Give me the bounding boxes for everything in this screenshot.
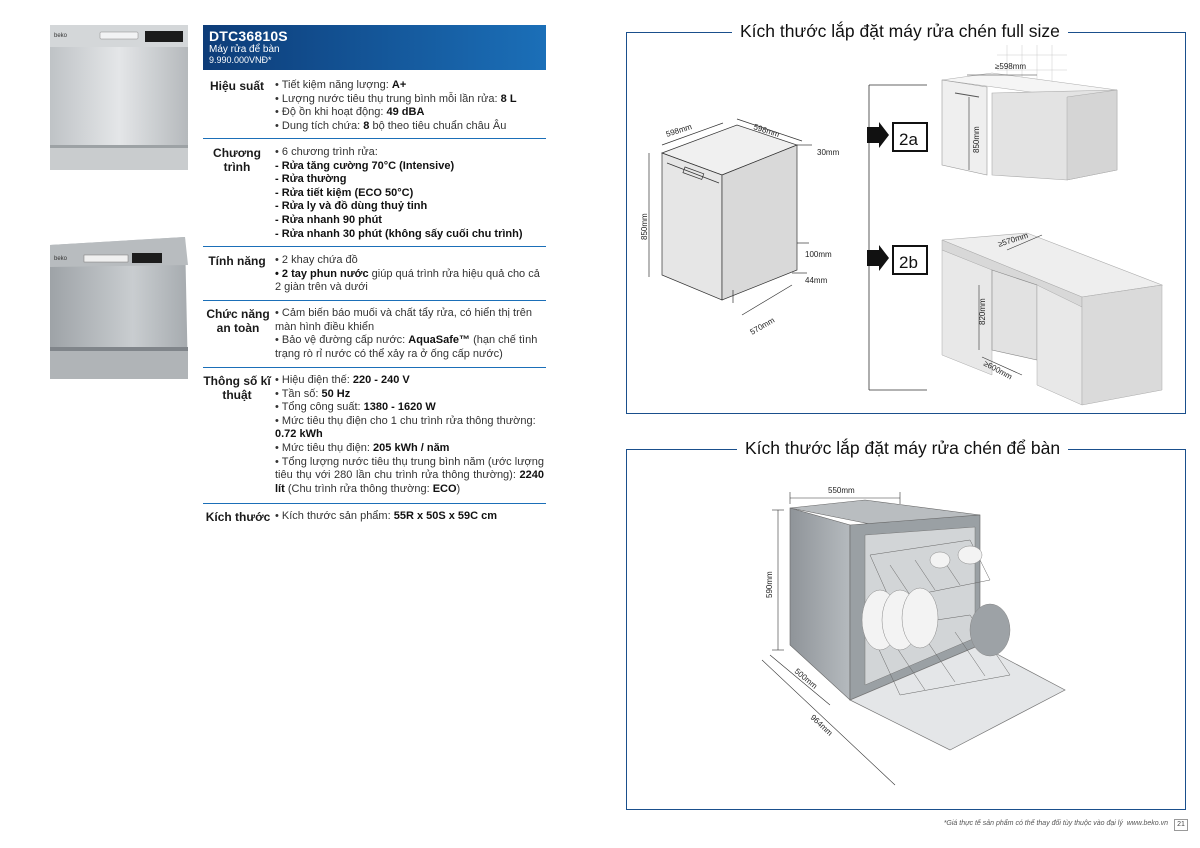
- brand-logo: beko: [54, 33, 68, 39]
- spec-label: Tính năng: [208, 254, 266, 268]
- product-model: DTC36810S: [209, 28, 288, 44]
- spec-row-features: Tính năng • 2 khay chứa đồ • 2 tay phun …: [203, 247, 546, 301]
- footer-site: www.beko.vn: [1126, 820, 1168, 827]
- spec-label: Chương trình: [213, 146, 261, 174]
- dim-top: 30mm: [817, 148, 840, 157]
- fullsize-title: Kích thước lắp đặt máy rửa chén full siz…: [732, 21, 1068, 42]
- badge-2b: [892, 245, 928, 275]
- svg-text:beko: beko: [54, 256, 68, 262]
- dim-toe: 100mm: [805, 250, 832, 259]
- dim-ct-width: 550mm: [828, 486, 855, 495]
- dim-ct-open: 964mm: [809, 713, 835, 738]
- dim-height: 850mm: [640, 213, 649, 240]
- product-header: DTC36810S Máy rửa để bàn 9.990.000VNĐ*: [203, 25, 546, 70]
- spec-row-safety: Chức năng an toàn • Cảm biến báo muối và…: [203, 301, 546, 368]
- product-photo-front: beko: [50, 25, 188, 170]
- arrow-2b-icon: [867, 245, 889, 271]
- countertop-title: Kích thước lắp đặt máy rửa chén để bàn: [737, 438, 1069, 459]
- page-number: 21: [1174, 819, 1188, 831]
- spec-row-performance: Hiệu suất • Tiết kiệm năng lượng: A+ • L…: [203, 76, 546, 139]
- product-photo-angled: beko: [50, 237, 190, 379]
- dim-foot: 44mm: [805, 276, 828, 285]
- dim-2a-width: ≥598mm: [995, 62, 1026, 71]
- dim-2b-height: 820mm: [978, 298, 987, 325]
- spec-label: Chức năng an toàn: [206, 307, 270, 335]
- footer-note: *Giá thực tế sản phẩm có thể thay đổi tù…: [944, 820, 1168, 827]
- dim-2a-height: 850mm: [972, 126, 981, 153]
- product-type: Máy rửa để bàn: [209, 44, 280, 55]
- dim-depth: 570mm: [749, 315, 777, 336]
- spec-row-dimensions: Kích thước • Kích thước sản phẩm: 55R x …: [203, 504, 546, 528]
- footer-disclaimer: *Giá thực tế sản phẩm có thể thay đổi tù…: [943, 820, 1123, 827]
- arrow-2a-icon: [867, 122, 889, 148]
- product-price: 9.990.000VNĐ*: [209, 55, 272, 65]
- fullsize-diagram: 598mm 598mm 30mm 850mm 100mm 44mm 570mm …: [640, 45, 1164, 406]
- spec-row-programs: Chương trình • 6 chương trình rửa: - Rửa…: [203, 139, 546, 247]
- badge-2a: [892, 122, 928, 152]
- countertop-diagram: 550mm 590mm 500mm 964mm: [761, 486, 1066, 786]
- spec-label: Hiệu suất: [209, 79, 264, 93]
- dim-ct-height: 590mm: [765, 571, 774, 598]
- spec-row-technical: Thông số kĩ thuật • Hiệu điện thế: 220 -…: [203, 368, 546, 504]
- dim-width-left: 598mm: [665, 122, 693, 139]
- spec-label: Thông số kĩ thuật: [203, 374, 271, 402]
- dim-ct-depth: 500mm: [793, 667, 819, 691]
- spec-label: Kích thước: [205, 510, 271, 524]
- svg-text:2a: 2a: [899, 130, 918, 149]
- svg-text:2b: 2b: [899, 253, 918, 272]
